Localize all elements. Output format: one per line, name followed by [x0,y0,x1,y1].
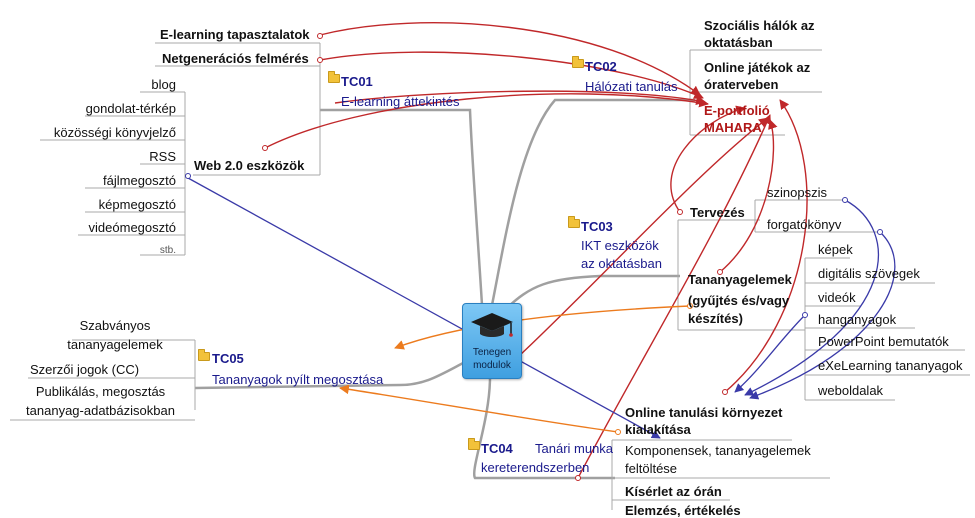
web20-item-video-sharing[interactable]: videómegosztó [88,220,176,235]
link-center-to-eportfolio [519,117,769,356]
node-upload-line2[interactable]: feltöltése [625,461,678,476]
link-planning-to-eportfolio [670,105,746,213]
link-experiences-to-eportfolio [319,22,701,96]
link-endpoints [185,33,883,481]
node-standard-materials-line2[interactable]: tananyagelemek [67,337,163,352]
tc02-title[interactable]: Hálózati tanulás [585,79,678,94]
link-script-to-env [749,231,896,400]
web20-item-social-bookmark[interactable]: közösségi könyvjelző [53,125,176,140]
node-social-networks-line1[interactable]: Szociális hálók az [704,18,815,33]
node-materials-line3[interactable]: készítés) [688,311,743,326]
node-online-env-line1[interactable]: Online tanulási környezet [625,405,783,420]
materials-item-websites[interactable]: weboldalak [818,383,884,398]
tc04-title-line1[interactable]: Tanári munka [535,441,614,456]
materials-item-images[interactable]: képek [818,242,853,257]
link-materials-to-env [734,314,806,393]
node-standard-materials-line1[interactable]: Szabványos [79,318,151,333]
center-node-label: Tenegen modulok [463,346,521,372]
blue-links [187,177,896,439]
tc05-code[interactable]: TC05 [212,351,244,366]
node-upload-line1[interactable]: Komponensek, tananyagelemek [625,443,811,458]
folder-icon [328,71,340,83]
node-materials-line1[interactable]: Tananyagelemek [688,272,792,287]
link-env-to-tc05 [339,384,619,433]
tc01-code[interactable]: TC01 [341,74,373,89]
sub-branches [10,42,970,510]
web20-item-rss[interactable]: RSS [149,149,176,164]
web20-item-file-sharing[interactable]: fájlmegosztó [103,173,176,188]
center-label-line2: modulok [473,360,511,371]
tc04-title-line2[interactable]: kereterendszerben [481,460,590,475]
node-publishing-line2[interactable]: tananyag-adatbázisokban [26,403,175,418]
node-social-networks-line2[interactable]: oktatásban [704,35,773,50]
materials-item-videos[interactable]: videók [818,290,856,305]
node-experiment[interactable]: Kísérlet az órán [625,484,722,499]
web20-item-mindmap[interactable]: gondolat-térkép [85,101,176,116]
red-links [264,22,808,479]
tc05-title[interactable]: Tananyagok nyílt megosztása [212,372,384,387]
link-tc01-to-eportfolio [334,90,706,106]
planning-item-synopsis[interactable]: szinopszis [767,185,827,200]
node-online-games-line2[interactable]: óraterveben [704,77,779,92]
branch-tc03 [504,274,680,311]
tc03-code[interactable]: TC03 [581,219,613,234]
node-eportfolio-line1[interactable]: E-portfolió [704,103,770,118]
web20-item-image-sharing[interactable]: képmegosztó [98,197,176,212]
tc02-code[interactable]: TC02 [585,59,617,74]
tc03-title-line1[interactable]: IKT eszközök [581,238,659,253]
branch-tc02 [490,98,695,306]
tc04-code[interactable]: TC04 [481,441,513,456]
link-env-to-eportfolio [724,99,808,393]
main-branches [194,98,695,480]
orange-links [339,305,691,433]
materials-item-audio[interactable]: hanganyagok [818,312,897,327]
link-web20-to-eportfolio [264,93,709,149]
materials-item-digital-texts[interactable]: digitális szövegek [818,266,920,281]
branch-tc05 [194,360,466,390]
node-materials-line2[interactable]: (gyűjtés és/vagy [688,293,790,308]
node-web20-tools[interactable]: Web 2.0 eszközök [194,158,305,173]
link-materials-to-eportfolio [719,119,778,273]
materials-item-exelearning[interactable]: eXeLearning tananyagok [818,358,963,373]
web20-item-blog[interactable]: blog [151,77,176,92]
node-online-env-line2[interactable]: kialakítása [625,422,691,437]
link-web20-to-env [187,177,661,439]
node-online-games-line1[interactable]: Online játékok az [704,60,811,75]
link-survey-to-eportfolio [319,51,704,99]
center-label-line1: Tenegen [472,347,512,358]
graduation-cap-icon [471,313,513,337]
branch-tc01 [320,108,484,306]
folder-icon [468,438,480,450]
node-publishing-line1[interactable]: Publikálás, megosztás [35,384,166,399]
node-analysis[interactable]: Elemzés, értékelés [625,503,741,518]
folder-icon [568,216,580,228]
link-synopsis-to-env [744,199,880,396]
node-planning[interactable]: Tervezés [690,205,745,220]
tc01-title[interactable]: E-learning áttekintés [341,94,460,109]
node-netgen-survey[interactable]: Netgenerációs felmérés [162,51,309,66]
node-copyright[interactable]: Szerzői jogok (CC) [30,362,140,377]
web20-item-etc[interactable]: stb. [159,245,176,256]
tc03-title-line2[interactable]: az oktatásban [581,256,662,271]
node-elearning-experiences[interactable]: E-learning tapasztalatok [160,27,310,42]
link-materials-to-tc05 [394,305,691,350]
center-node[interactable]: Tenegen modulok [462,303,522,379]
materials-item-powerpoint[interactable]: PowerPoint bemutatók [818,334,949,349]
folder-icon [198,349,210,361]
planning-item-script[interactable]: forgatókönyv [767,217,842,232]
folder-icon [572,56,584,68]
node-eportfolio-line2[interactable]: MAHARA [704,120,762,135]
